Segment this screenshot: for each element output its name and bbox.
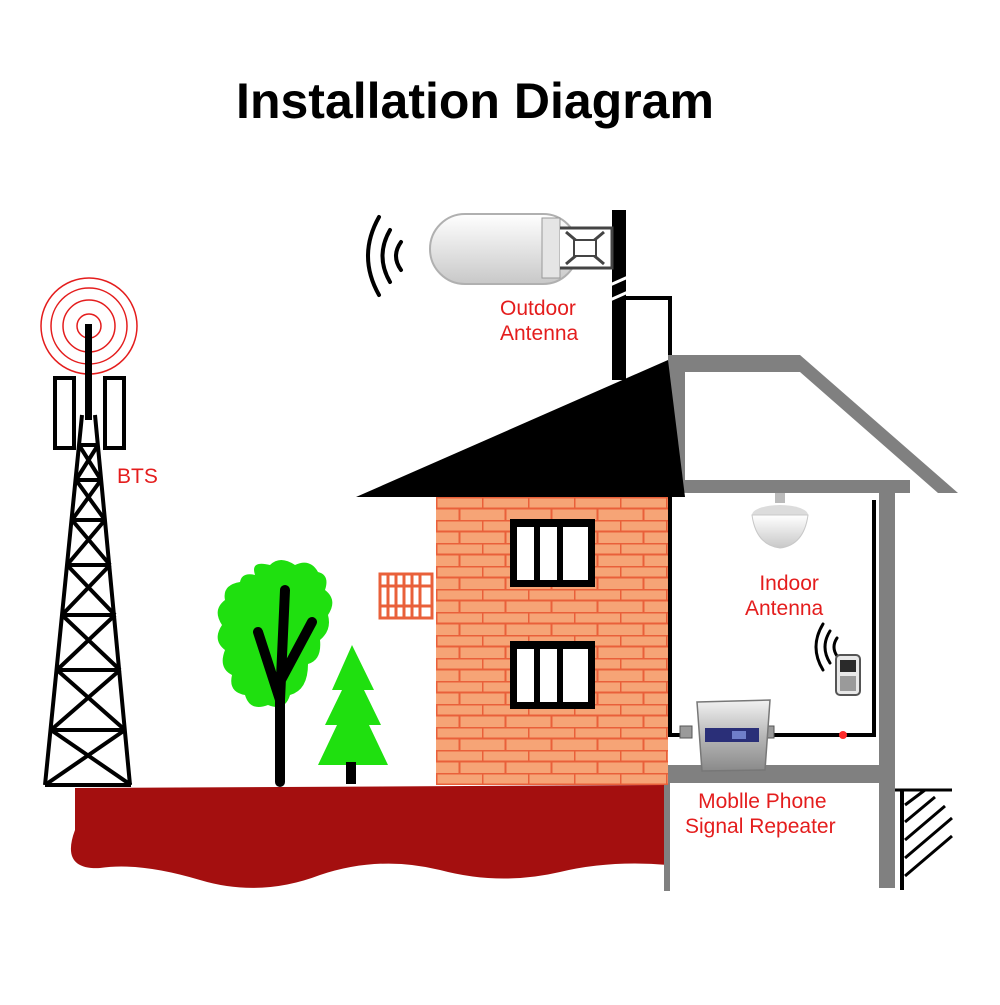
- bts-label-text: BTS: [117, 465, 158, 488]
- ground: [70, 785, 669, 888]
- outdoor-antenna-icon: [429, 210, 629, 380]
- tree-icon: [217, 560, 333, 787]
- repeater-label: Moblle Phone Signal Repeater: [685, 789, 836, 839]
- indoor-antenna-label-line2: Antenna: [745, 597, 824, 620]
- outdoor-antenna-label-line1: Outdoor: [500, 297, 576, 320]
- outdoor-antenna-label: Outdoor Antenna: [500, 296, 578, 346]
- signal-waves-icon: [366, 215, 403, 297]
- pine-tree-icon: [318, 645, 388, 784]
- repeater-label-line2: Signal Repeater: [685, 815, 836, 838]
- indoor-antenna-label-line1: Indoor: [759, 572, 819, 595]
- indoor-antenna-label: Indoor Antenna: [745, 571, 823, 621]
- repeater-label-line1: Moblle Phone: [698, 790, 827, 813]
- cell-tower-icon: [40, 277, 138, 787]
- lower-window: [510, 641, 595, 709]
- outdoor-antenna-label-line2: Antenna: [500, 322, 579, 345]
- repeater-device-icon: [679, 699, 775, 772]
- balcony-railing-icon: [378, 572, 434, 620]
- phone-signal-waves-icon: [814, 622, 839, 672]
- page-title: Installation Diagram: [236, 73, 714, 129]
- house-roof: [356, 360, 685, 497]
- bts-label: BTS: [117, 464, 158, 489]
- upper-window: [510, 519, 595, 587]
- mobile-phone-icon: [835, 654, 861, 696]
- house-cutaway: [664, 355, 958, 891]
- indoor-ceiling-antenna-icon: [751, 493, 809, 549]
- indoor-cable: [770, 500, 876, 737]
